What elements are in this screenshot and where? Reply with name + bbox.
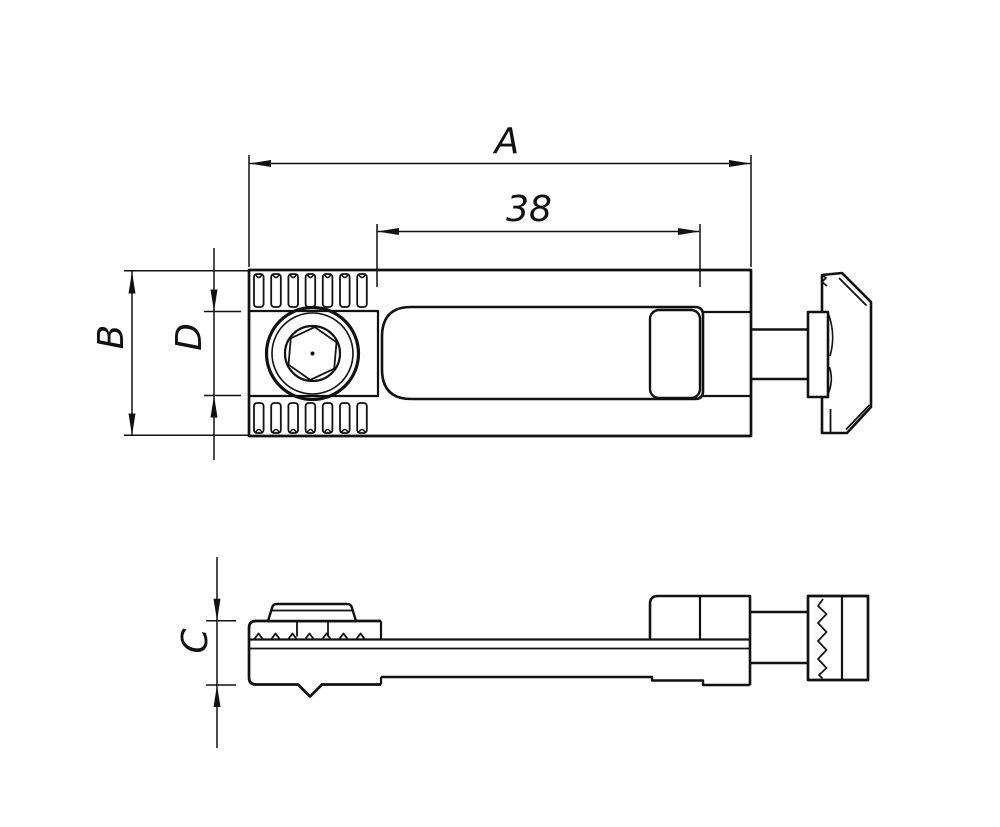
- extension-line: [124, 269, 248, 437]
- t-nut-head: [806, 271, 873, 435]
- dimension-label-38: 38: [506, 189, 552, 230]
- serration-band-bottom: [253, 402, 368, 434]
- serration-slot: [253, 402, 265, 434]
- serration-slot: [321, 402, 334, 434]
- screw-boss-block: [247, 309, 380, 398]
- serration-slot: [304, 273, 317, 308]
- arrowhead-bottom: [128, 413, 136, 436]
- serration-slot: [287, 402, 299, 434]
- dimension-38: 38: [376, 189, 701, 287]
- stud-shaft: [751, 328, 808, 381]
- arrowhead-right: [678, 228, 700, 235]
- top-view: [247, 268, 873, 438]
- t-nut-body: [820, 271, 873, 435]
- serration-slot: [287, 273, 299, 308]
- stud-shaft-side: [750, 610, 808, 665]
- dimension-label-a: A: [493, 121, 520, 162]
- dimension-label-b: B: [91, 325, 132, 350]
- dimension-label-c: C: [175, 628, 216, 654]
- end-section-lines: [703, 310, 751, 398]
- serration-notch-marks: [254, 428, 366, 433]
- t-nut-side: [806, 594, 870, 682]
- serration-slot: [270, 402, 282, 434]
- arrowhead-top: [128, 271, 136, 294]
- dimension-label-d: D: [169, 323, 210, 351]
- side-view: [247, 594, 870, 698]
- dimension-c: C: [175, 557, 236, 748]
- dimension-d: D: [169, 248, 241, 460]
- t-nut-flange: [806, 310, 830, 399]
- t-nut-side-body: [806, 594, 870, 682]
- t-nut-chamfer-lines: [838, 277, 871, 431]
- serration-slot: [356, 273, 368, 308]
- screw-head-side: [266, 602, 358, 623]
- clamp-body-outline: [247, 268, 753, 438]
- serration-slot: [339, 273, 351, 308]
- center-mark: [310, 351, 315, 356]
- thread-zigzag-line: [817, 598, 828, 680]
- arrowhead-bottom: [213, 685, 221, 707]
- serration-notch-marks: [254, 274, 366, 279]
- slot-end-insert: [648, 308, 702, 400]
- thread-break-mark: [821, 274, 828, 287]
- serration-slot: [321, 273, 334, 308]
- arrowhead-top: [213, 598, 221, 621]
- clamp-screw: [264, 305, 361, 402]
- serration-band-top: [253, 273, 368, 308]
- serration-slot: [270, 273, 282, 308]
- serration-slot: [339, 402, 351, 434]
- serration-slot: [304, 402, 317, 434]
- extension-line: [204, 310, 241, 397]
- adjustment-slot: [380, 305, 705, 401]
- hex-socket-hexagon: [287, 326, 338, 381]
- serration-slot: [356, 402, 368, 434]
- clamp-block-profile: [247, 619, 381, 698]
- rail-bottom-contour: [381, 675, 750, 687]
- extension-line: [248, 155, 752, 267]
- arrowhead-right: [729, 160, 751, 167]
- hex-socket-circle: [283, 324, 342, 383]
- serration-slot: [253, 273, 265, 308]
- extension-line: [376, 224, 701, 287]
- dimension-b: B: [91, 269, 248, 437]
- arrowhead-left: [377, 228, 399, 235]
- screw-head-circle: [264, 305, 361, 402]
- screw-bore-lines: [296, 621, 329, 637]
- end-block-profile: [648, 594, 752, 685]
- arrowhead-top: [210, 289, 218, 312]
- arrowhead-bottom: [210, 395, 218, 418]
- dimension-a: A: [248, 121, 752, 267]
- arrowhead-left: [249, 160, 271, 167]
- screw-head-chamfer-circle: [271, 312, 354, 395]
- extension-line: [206, 620, 236, 686]
